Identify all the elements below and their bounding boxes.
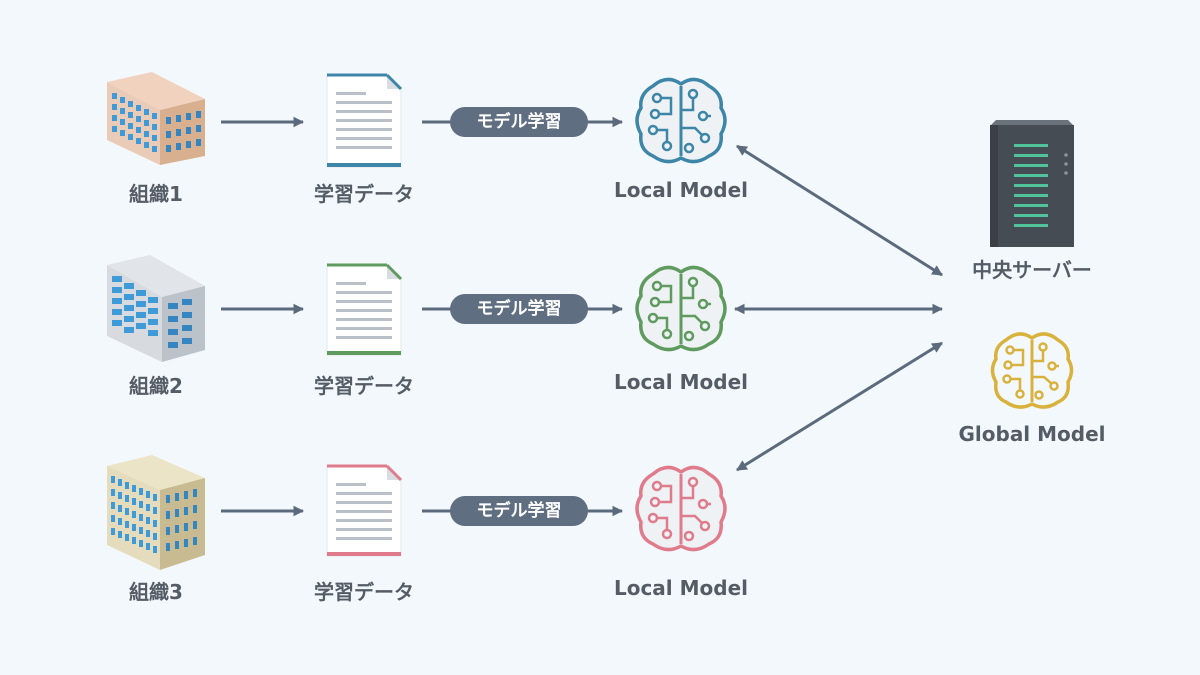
brain-icon-2: [635, 265, 727, 352]
document-icon-1: [326, 73, 403, 168]
document-icon-2: [326, 263, 403, 356]
arrow-model1-server: [736, 144, 943, 277]
local-model-label-1: Local Model: [613, 178, 749, 202]
model-training-pill-3: モデル学習: [450, 496, 588, 526]
server-icon: [990, 120, 1074, 247]
model-training-pill-2: モデル学習: [450, 294, 588, 324]
arrow-model3-server: [736, 341, 943, 472]
building-icon-1: [107, 72, 205, 165]
training-data-label-3: 学習データ: [314, 580, 414, 604]
global-model-brain-icon: [990, 332, 1074, 409]
brain-icon-1: [635, 77, 727, 164]
organization-label-3: 組織3: [129, 580, 183, 604]
local-model-label-2: Local Model: [613, 370, 749, 394]
brain-icon-3: [635, 465, 727, 552]
building-icon-2: [107, 255, 205, 362]
organization-label-2: 組織2: [129, 374, 183, 398]
local-model-label-3: Local Model: [613, 576, 749, 600]
training-data-label-1: 学習データ: [314, 182, 414, 206]
central-server-label: 中央サーバー: [972, 258, 1092, 282]
model-training-pill-1: モデル学習: [450, 107, 588, 137]
training-data-label-2: 学習データ: [314, 374, 414, 398]
building-icon-3: [107, 455, 205, 570]
document-icon-3: [326, 464, 403, 557]
organization-label-1: 組織1: [129, 182, 183, 206]
global-model-label: Global Model: [958, 422, 1106, 446]
